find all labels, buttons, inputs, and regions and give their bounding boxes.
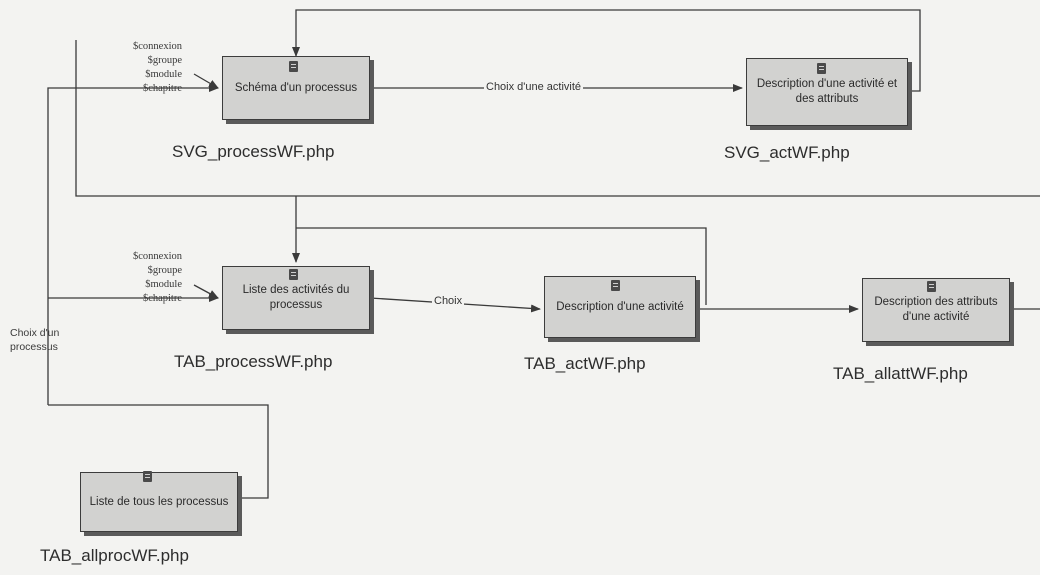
params-mid: $connexion $groupe $module $chapitre [62, 250, 182, 306]
node-svg-act-label: Description d'une activité et des attrib… [756, 78, 898, 105]
edge-label-choix-processus-line1: Choix d'un [10, 327, 60, 339]
node-tab-allproc[interactable]: Liste de tous les processus [80, 471, 238, 532]
node-svg-process-label: Schéma d'un processus [234, 81, 358, 94]
edge-svgact-to-svgprocess [292, 9, 921, 92]
param-item: $chapitre [142, 83, 182, 94]
param-item: $groupe [147, 265, 182, 276]
edge-tabact-loop [296, 227, 707, 305]
document-icon [817, 63, 826, 74]
edge-label-choix-processus: Choix d'un processus [10, 326, 59, 354]
node-tab-allatt[interactable]: Description des attributs d'une activité [862, 278, 1010, 342]
param-item: $module [145, 69, 182, 80]
param-item: $connexion [133, 41, 182, 52]
edge-label-choix: Choix [432, 295, 465, 307]
document-icon [927, 281, 936, 292]
node-svg-act-file: SVG_actWF.php [724, 143, 850, 162]
param-item: $chapitre [142, 293, 182, 304]
edge-wide-loop [75, 40, 1040, 197]
node-tab-process-file: TAB_processWF.php [174, 352, 333, 371]
param-item: $groupe [147, 55, 182, 66]
document-icon [289, 61, 298, 72]
edge-label-choix-activite: Choix d'une activité [484, 81, 584, 93]
node-tab-allatt-label: Description des attributs d'une activité [874, 296, 998, 323]
edge-left-entry-top [47, 84, 219, 405]
params-top: $connexion $groupe $module $chapitre [62, 40, 182, 96]
node-tab-act[interactable]: Description d'une activité [544, 276, 696, 338]
node-svg-process[interactable]: Schéma d'un processus [222, 56, 370, 120]
node-tab-act-file: TAB_actWF.php [524, 354, 646, 373]
edge-label-choix-processus-line2: processus [10, 341, 58, 353]
node-svg-process-file: SVG_processWF.php [172, 142, 335, 161]
document-icon [289, 269, 298, 280]
node-tab-act-label: Description d'une activité [556, 300, 684, 313]
param-item: $connexion [133, 251, 182, 262]
node-tab-allatt-file: TAB_allattWF.php [833, 364, 968, 383]
node-tab-process[interactable]: Liste des activités du processus [222, 266, 370, 330]
node-tab-allproc-file: TAB_allprocWF.php [40, 546, 189, 565]
node-tab-allproc-label: Liste de tous les processus [89, 495, 229, 508]
document-icon [143, 471, 152, 482]
edge-allproc-up [48, 404, 269, 499]
param-item: $module [145, 279, 182, 290]
edge-params-top [193, 73, 219, 89]
node-tab-process-label: Liste des activités du processus [242, 284, 350, 311]
edge-params-mid [193, 284, 219, 299]
node-svg-act[interactable]: Description d'une activité et des attrib… [746, 58, 908, 126]
document-icon [611, 280, 620, 291]
